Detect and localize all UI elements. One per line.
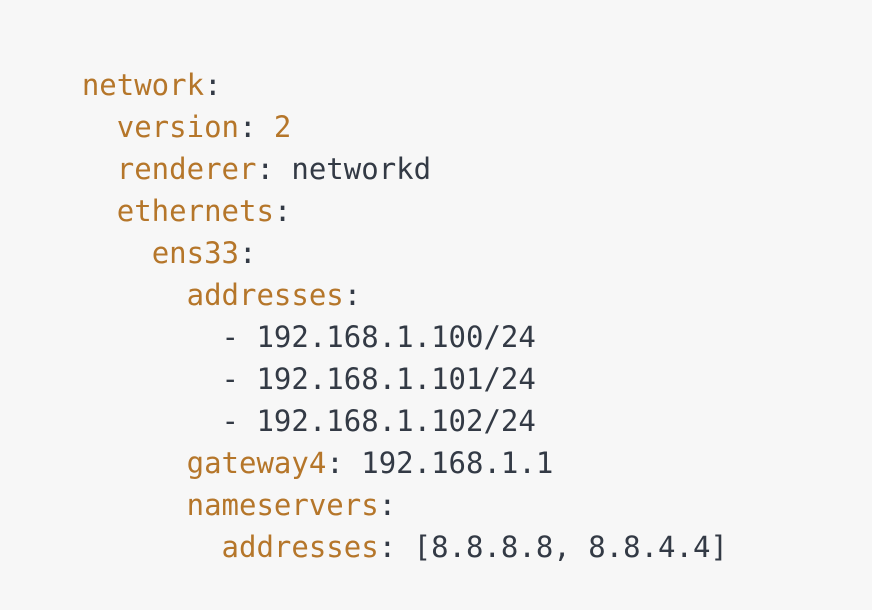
space xyxy=(344,446,361,480)
indent xyxy=(82,236,152,270)
yaml-key: network xyxy=(81,68,205,102)
yaml-key: addresses xyxy=(186,278,344,312)
colon: : xyxy=(343,278,362,312)
space xyxy=(396,530,413,564)
code-line: - 192.168.1.102/24 xyxy=(12,358,872,438)
yaml-code-block: network: version: 2 renderer: networkd e… xyxy=(12,22,872,564)
space xyxy=(239,320,256,354)
colon: : xyxy=(326,446,344,480)
indent xyxy=(82,278,187,312)
yaml-value: networkd xyxy=(291,152,432,186)
colon: : xyxy=(238,110,257,144)
list-item: 192.168.1.101/24 xyxy=(256,362,536,396)
code-line: version: 2 xyxy=(12,64,872,144)
code-line: nameservers: xyxy=(12,442,872,522)
code-line: addresses: xyxy=(12,232,872,312)
colon: : xyxy=(273,194,292,228)
yaml-key: ethernets xyxy=(116,194,274,228)
yaml-value: [8.8.8.8, 8.8.4.4] xyxy=(413,530,728,564)
code-line: - 192.168.1.101/24 xyxy=(12,316,872,396)
space xyxy=(274,152,291,186)
yaml-value: 192.168.1.1 xyxy=(361,446,554,480)
code-line: - 192.168.1.100/24 xyxy=(12,274,872,354)
yaml-key: ens33 xyxy=(151,236,239,270)
colon: : xyxy=(378,488,397,522)
indent xyxy=(82,404,222,438)
code-line: network: xyxy=(12,22,872,102)
list-dash: - xyxy=(221,404,239,438)
yaml-value: 2 xyxy=(273,110,292,144)
colon: : xyxy=(204,68,222,102)
indent xyxy=(82,488,187,522)
colon: : xyxy=(239,236,257,270)
indent xyxy=(82,194,117,228)
yaml-key: renderer xyxy=(116,152,257,186)
indent xyxy=(82,152,117,186)
indent xyxy=(82,530,222,564)
space xyxy=(239,404,256,438)
code-line: gateway4: 192.168.1.1 xyxy=(12,400,872,480)
yaml-key: nameservers xyxy=(186,488,379,522)
yaml-key: gateway4 xyxy=(186,446,327,480)
list-dash: - xyxy=(221,362,239,396)
list-item: 192.168.1.102/24 xyxy=(256,404,536,438)
colon: : xyxy=(378,530,397,564)
list-item: 192.168.1.100/24 xyxy=(256,320,536,354)
space xyxy=(256,110,273,144)
indent xyxy=(82,446,187,480)
space xyxy=(239,362,256,396)
yaml-key: addresses xyxy=(221,530,379,564)
indent xyxy=(82,110,117,144)
code-line: renderer: networkd xyxy=(12,106,872,186)
yaml-key: version xyxy=(116,110,239,144)
indent xyxy=(82,320,222,354)
code-line: ens33: xyxy=(12,190,872,270)
list-dash: - xyxy=(221,320,239,354)
colon: : xyxy=(256,152,274,186)
code-line: ethernets: xyxy=(12,148,872,228)
indent xyxy=(82,362,222,396)
